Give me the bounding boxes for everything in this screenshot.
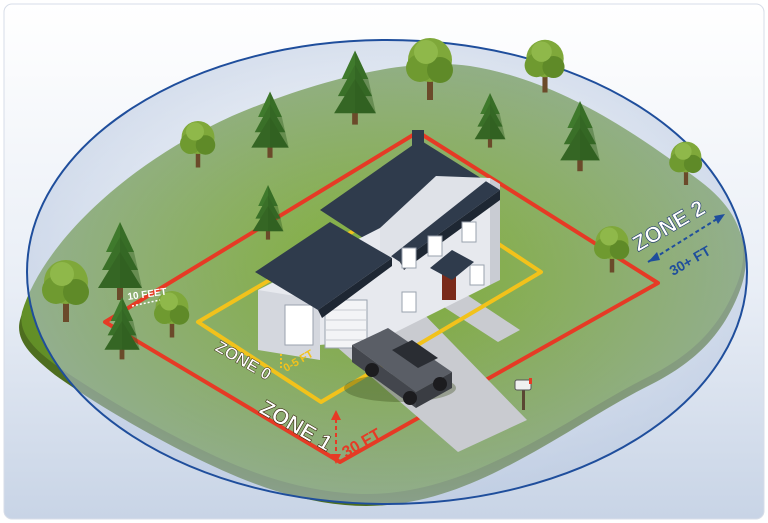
zone-1-boundary (103, 130, 660, 464)
tree-spacing-label: 10 FEET (127, 287, 168, 307)
house-icon (255, 130, 500, 360)
truck-icon (344, 328, 456, 408)
tree-icon (154, 291, 190, 338)
tree-icon (42, 260, 89, 322)
mailbox-icon (514, 378, 532, 410)
tree-icon (560, 101, 600, 172)
tree-icon (474, 93, 506, 148)
trees (42, 38, 703, 360)
tree-icon (406, 38, 453, 100)
tree-spacing-arrow (131, 299, 161, 307)
tree-icon (251, 91, 289, 158)
tree-icon (669, 141, 703, 185)
tree-spacing-text: 10 FEET (127, 287, 168, 303)
tree-icon (334, 50, 376, 125)
tree-icon (180, 121, 216, 168)
tree-icon (594, 226, 630, 273)
zone-2-arrow (647, 213, 726, 263)
tree-icon (98, 222, 142, 300)
tree-icon (524, 39, 565, 93)
tree-icon (252, 185, 284, 240)
tree-icon (104, 297, 140, 360)
